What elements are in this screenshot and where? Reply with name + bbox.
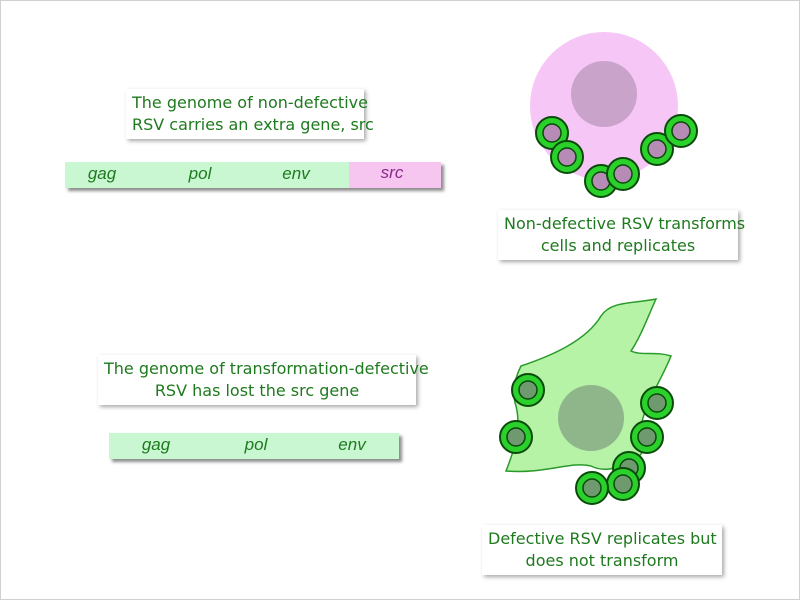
transformed-round-cell xyxy=(530,32,698,198)
gene-env: env xyxy=(338,435,366,454)
defective-cell-caption: Defective RSV replicates but does not tr… xyxy=(482,525,722,575)
gene-src: src xyxy=(380,163,404,182)
virus-particle-icon xyxy=(511,373,545,407)
caption-line: Defective RSV replicates but xyxy=(488,529,717,548)
gene-gag: gag xyxy=(141,435,171,454)
virus-particle-icon xyxy=(630,420,664,454)
gene-env: env xyxy=(282,164,310,183)
virus-particle-icon xyxy=(664,114,698,148)
caption-line: RSV carries an extra gene, src xyxy=(132,115,374,134)
virus-particle-icon xyxy=(575,471,609,505)
gene-pol: pol xyxy=(244,435,268,454)
virus-particle-icon xyxy=(550,140,584,174)
non-defective-genome-bar: gag pol env src xyxy=(65,162,441,188)
flat-normal-cell xyxy=(499,297,674,505)
flat-cell-nucleus xyxy=(558,385,624,451)
virus-particle-icon xyxy=(640,386,674,420)
top-genome-caption: The genome of non-defective RSV carries … xyxy=(126,89,374,139)
virus-particle-icon xyxy=(535,116,569,150)
bottom-genome-caption: The genome of transformation-defective R… xyxy=(98,355,429,405)
virus-particle-icon xyxy=(640,132,674,166)
caption-line: does not transform xyxy=(525,551,679,570)
defective-genome-bar: gag pol env xyxy=(109,433,399,459)
round-cell-nucleus xyxy=(571,61,637,127)
virus-particle-icon xyxy=(606,157,640,191)
non-defective-cell-caption: Non-defective RSV transforms cells and r… xyxy=(498,210,746,260)
caption-line: cells and replicates xyxy=(540,236,696,255)
caption-line: RSV has lost the src gene xyxy=(154,381,360,400)
gag-pol-env-segment xyxy=(65,162,349,188)
src-segment xyxy=(349,162,441,188)
caption-line: Non-defective RSV transforms xyxy=(504,214,746,233)
virus-particle-icon xyxy=(606,467,640,501)
caption-line: The genome of non-defective xyxy=(132,93,368,112)
virus-particle-icon xyxy=(499,420,533,454)
gene-pol: pol xyxy=(188,164,212,183)
gene-gag: gag xyxy=(87,164,117,183)
caption-line: The genome of transformation-defective xyxy=(104,359,429,378)
